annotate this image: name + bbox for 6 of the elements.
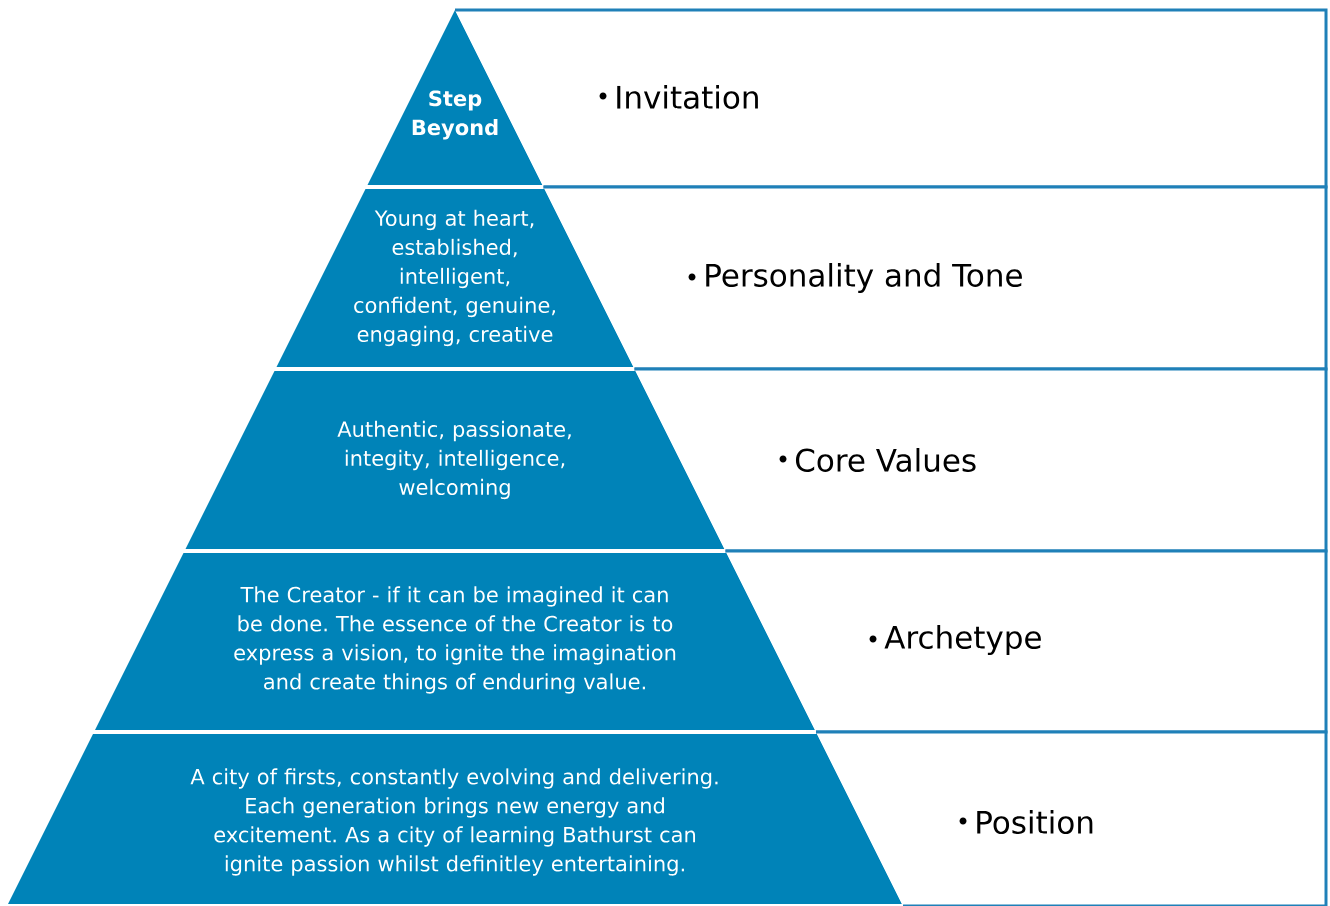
pyramid-layer: The Creator - if it can be imagined it can be done. The essence of the Creator is to express a vision, to ignite the imagination and create things of enduring value. — [95, 553, 815, 730]
pyramid-layer: Young at heart, established, intelligent, confident, genuine, engaging, creative — [276, 189, 634, 367]
pyramid-layer: A city of firsts, constantly evolving and delivering. Each generation brings new energy and excitement. As a city of learning Bathurst can ignite passion whilst definitley entertaining. — [8, 734, 902, 904]
pyramid-layer: Authentic, passionate, integity, intelligence, welcoming — [185, 371, 725, 549]
pyramid-layer: Step Beyond — [367, 10, 543, 185]
label-band: Position — [816, 730, 1328, 906]
